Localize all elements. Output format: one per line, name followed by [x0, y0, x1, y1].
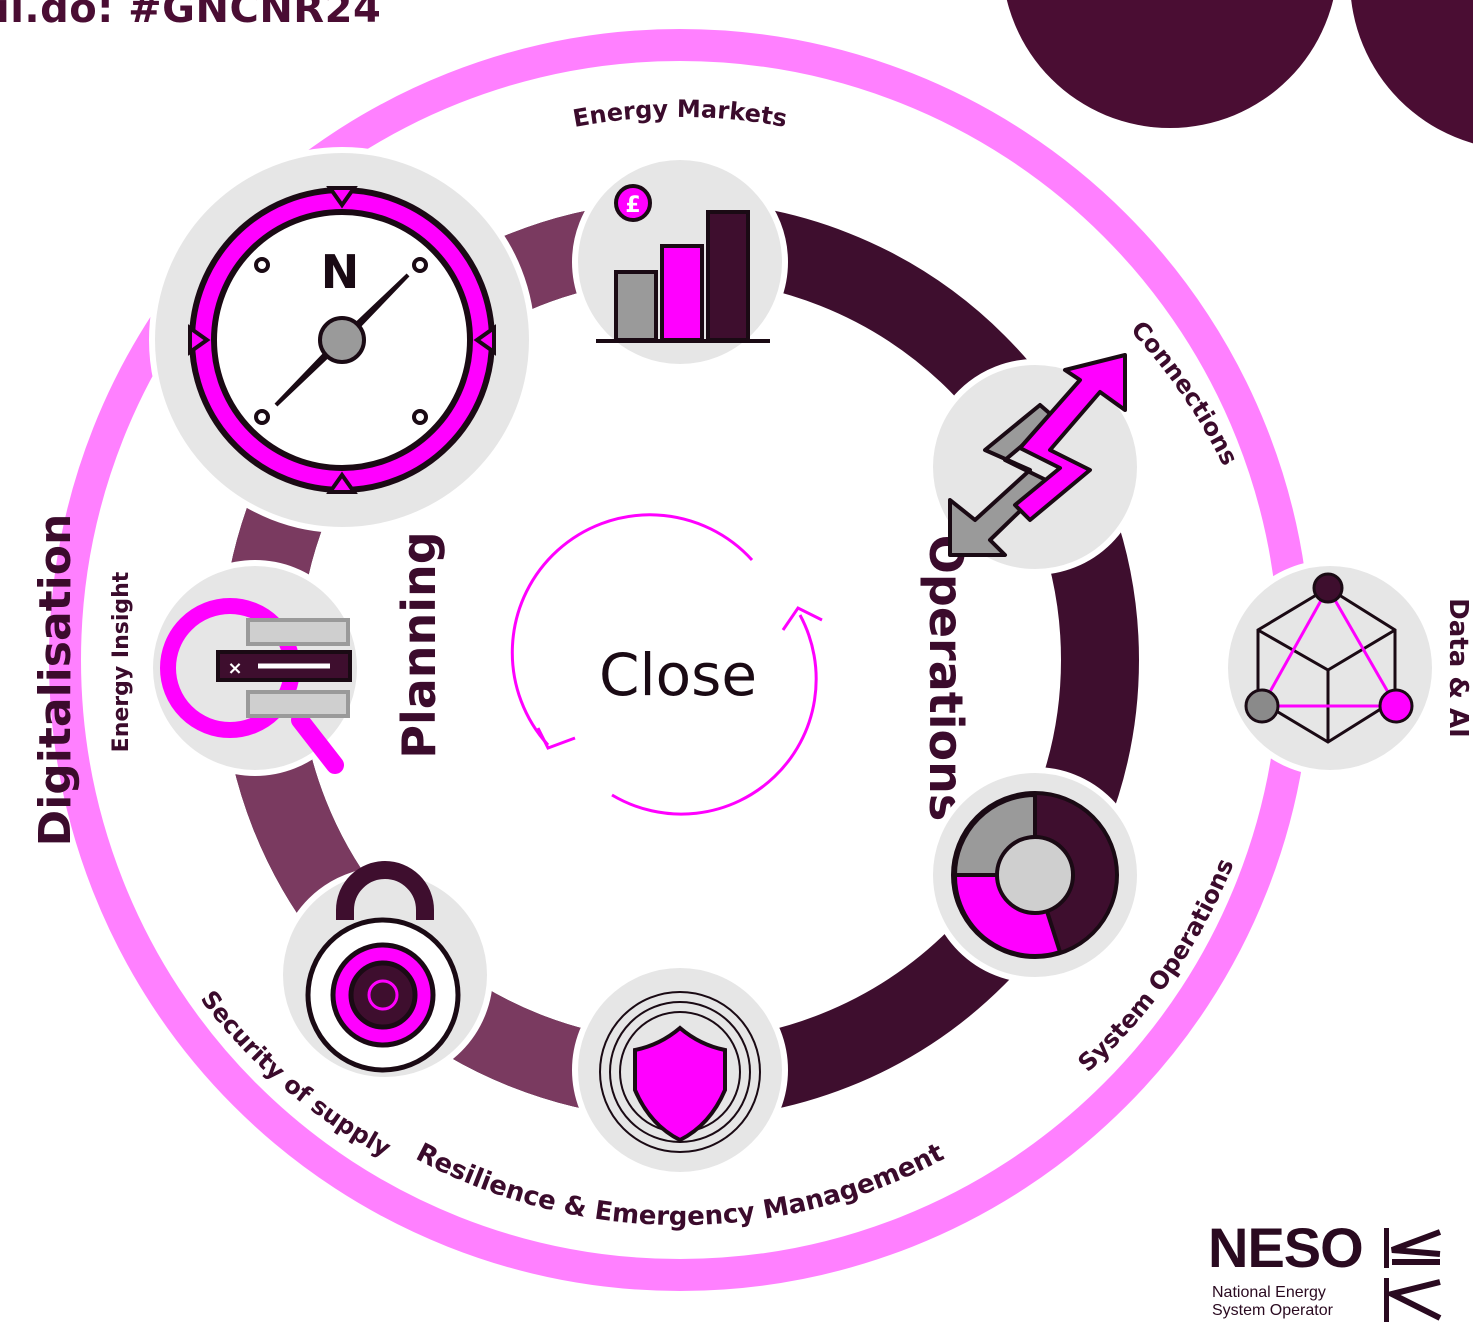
- operations-label: Operations: [919, 535, 973, 821]
- compass-icon: N: [188, 186, 496, 494]
- logo-wordmark: NESO: [1208, 1216, 1364, 1279]
- puzzle-ring-icon: [951, 791, 1119, 959]
- union-flag-icon: [1384, 1228, 1442, 1322]
- decor-circle-right: [1351, 0, 1473, 144]
- cube-network-icon: [1244, 572, 1414, 744]
- bar-chart-pound-icon: £: [596, 184, 770, 343]
- shield-icon: [599, 991, 761, 1153]
- hashtag-text: ıl.do: #GNCNR24: [0, 0, 382, 32]
- digitalisation-label: Digitalisation: [30, 514, 81, 847]
- lightning-arrows-icon: [948, 353, 1127, 557]
- decor-circle-left: [1006, 0, 1334, 128]
- svg-text:£: £: [625, 193, 640, 218]
- label-data-ai: Data & AI: [1443, 598, 1473, 738]
- padlock-icon: [305, 861, 461, 1073]
- svg-text:N: N: [321, 245, 360, 299]
- planning-label: Planning: [392, 531, 446, 758]
- label-energy-insight: Energy Insight: [109, 571, 134, 752]
- svg-text:×: ×: [227, 658, 242, 679]
- center-label: Close: [599, 641, 757, 709]
- magnifier-insight-icon: ×: [160, 598, 352, 774]
- close-cycle-arrows-icon: [510, 513, 823, 816]
- logo-line-1: National Energy: [1212, 1284, 1326, 1301]
- neso-logo: NESO National Energy System Operator: [1208, 1218, 1448, 1328]
- label-energy-markets: Energy Markets: [571, 95, 790, 133]
- logo-line-2: System Operator: [1212, 1302, 1333, 1319]
